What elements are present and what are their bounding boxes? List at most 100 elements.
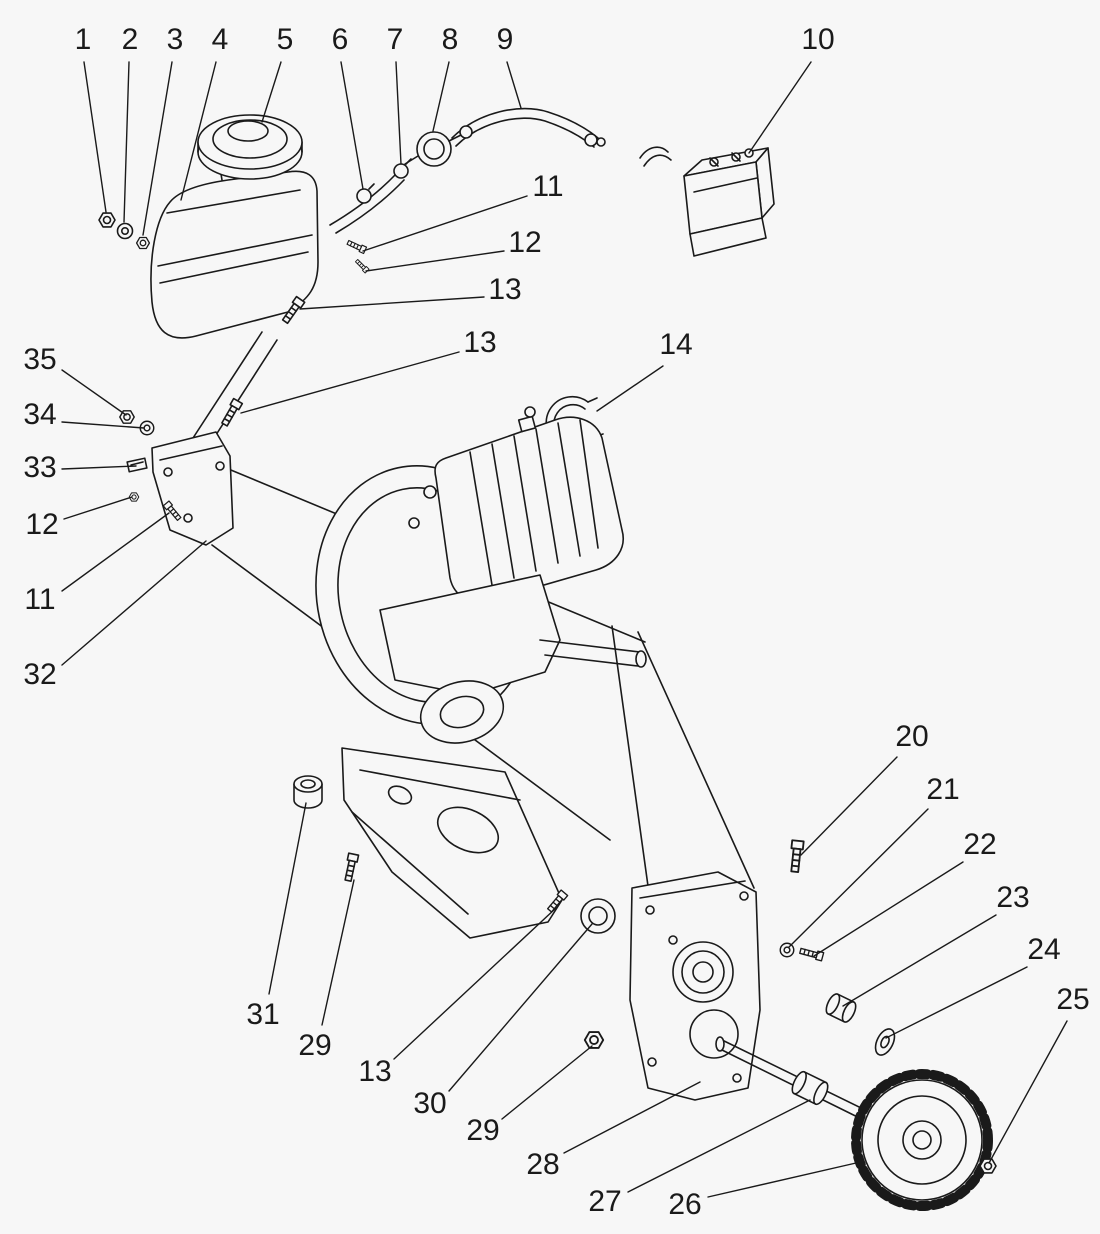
leader-line-14 [596, 365, 664, 412]
callout-34: 34 [23, 398, 57, 431]
leader-line-6 [340, 61, 364, 190]
output-shaft [539, 639, 647, 668]
cylinder-head [434, 416, 624, 603]
leader-line-5 [261, 61, 282, 123]
washer-2 [116, 222, 134, 240]
nut-25 [979, 1158, 997, 1174]
leader-line-26 [707, 1162, 857, 1198]
starter-cup [419, 680, 505, 744]
leader-line-29b [501, 1045, 593, 1120]
gear-case [629, 871, 761, 1101]
leader-line-11l [61, 512, 170, 592]
callout-29b: 29 [466, 1114, 500, 1147]
leader-line-13r [299, 296, 485, 310]
leader-line-34 [61, 421, 145, 429]
callout-11r: 11 [532, 170, 564, 203]
leader-line-24 [885, 966, 1028, 1039]
leader-line-32 [61, 540, 207, 666]
leader-line-12l [63, 496, 133, 520]
flange-bearing-30 [580, 898, 616, 934]
leader-line-2 [123, 61, 130, 223]
leader-line-4 [180, 61, 217, 201]
nut-29-lower [583, 1031, 605, 1049]
leader-line-13b [240, 351, 460, 414]
fuel-tank [150, 152, 319, 339]
leader-line-29l [321, 879, 355, 1026]
fuel-cap [197, 114, 303, 180]
hose-elbow [639, 146, 672, 167]
callout-22: 22 [963, 828, 997, 861]
callout-26: 26 [668, 1188, 702, 1221]
leader-line-11r [362, 195, 528, 252]
spacer-27 [791, 1070, 829, 1106]
callout-32: 32 [23, 658, 57, 691]
callout-4: 4 [211, 23, 229, 56]
screw-13-bracket [219, 397, 244, 428]
leader-line-3 [142, 61, 173, 236]
mounting-bracket [151, 431, 234, 546]
callout-20: 20 [895, 720, 929, 753]
callout-35: 35 [23, 343, 57, 376]
leader-line-35 [61, 369, 127, 416]
callout-9: 9 [496, 23, 514, 56]
leader-line-25 [988, 1020, 1068, 1164]
callout-6: 6 [331, 23, 349, 56]
leader-line-28 [563, 1081, 701, 1154]
fuel-hose-right [451, 107, 606, 148]
leader-line-21 [788, 808, 929, 948]
bushing-23 [825, 993, 857, 1023]
callout-2: 2 [121, 23, 139, 56]
leader-line-7 [395, 61, 402, 165]
callout-29l: 29 [298, 1029, 332, 1062]
leader-line-23 [842, 914, 997, 1007]
leader-line-20 [800, 756, 898, 856]
callout-7: 7 [386, 23, 404, 56]
leader-line-33 [61, 465, 137, 470]
callout-21: 21 [926, 773, 960, 806]
callout-33: 33 [23, 451, 57, 484]
wheel [851, 1069, 993, 1211]
callout-23: 23 [996, 881, 1030, 914]
callout-25: 25 [1056, 983, 1090, 1016]
nut-3 [135, 236, 151, 250]
callout-14: 14 [659, 328, 693, 361]
callout-1: 1 [74, 23, 92, 56]
engine-block [379, 574, 561, 696]
bushing-31 [293, 775, 323, 809]
leader-line-12r [365, 250, 505, 272]
spark-plug [517, 406, 537, 433]
control-module [683, 147, 775, 257]
callout-12l: 12 [25, 508, 59, 541]
leader-line-31 [268, 802, 307, 995]
clip-33 [126, 457, 148, 473]
callout-13r: 13 [488, 273, 522, 306]
washer-24 [874, 1028, 896, 1056]
callout-11l: 11 [24, 583, 56, 616]
bolt-20 [788, 839, 805, 874]
callout-10: 10 [801, 23, 835, 56]
callout-12r: 12 [508, 226, 542, 259]
engine [315, 406, 647, 744]
callout-28: 28 [526, 1148, 560, 1181]
leader-line-1 [83, 61, 107, 213]
frame-panel [341, 747, 563, 939]
leader-line-10 [748, 61, 812, 154]
leader-line-8 [432, 61, 450, 132]
callout-30: 30 [413, 1087, 447, 1120]
nut-1 [98, 212, 116, 228]
leader-line-22 [813, 861, 964, 957]
bolt-22 [798, 946, 825, 962]
bolt-29-upper [342, 852, 360, 883]
callout-13f: 13 [358, 1055, 392, 1088]
callout-3: 3 [166, 23, 184, 56]
leader-line-30 [448, 923, 593, 1092]
leader-line-9 [506, 61, 522, 109]
leader-line-27 [627, 1099, 811, 1193]
callout-31: 31 [246, 998, 280, 1031]
leader-lines [61, 61, 1068, 1198]
fuel-hose-left [329, 158, 412, 234]
callout-24: 24 [1027, 933, 1061, 966]
callout-27: 27 [588, 1185, 622, 1218]
